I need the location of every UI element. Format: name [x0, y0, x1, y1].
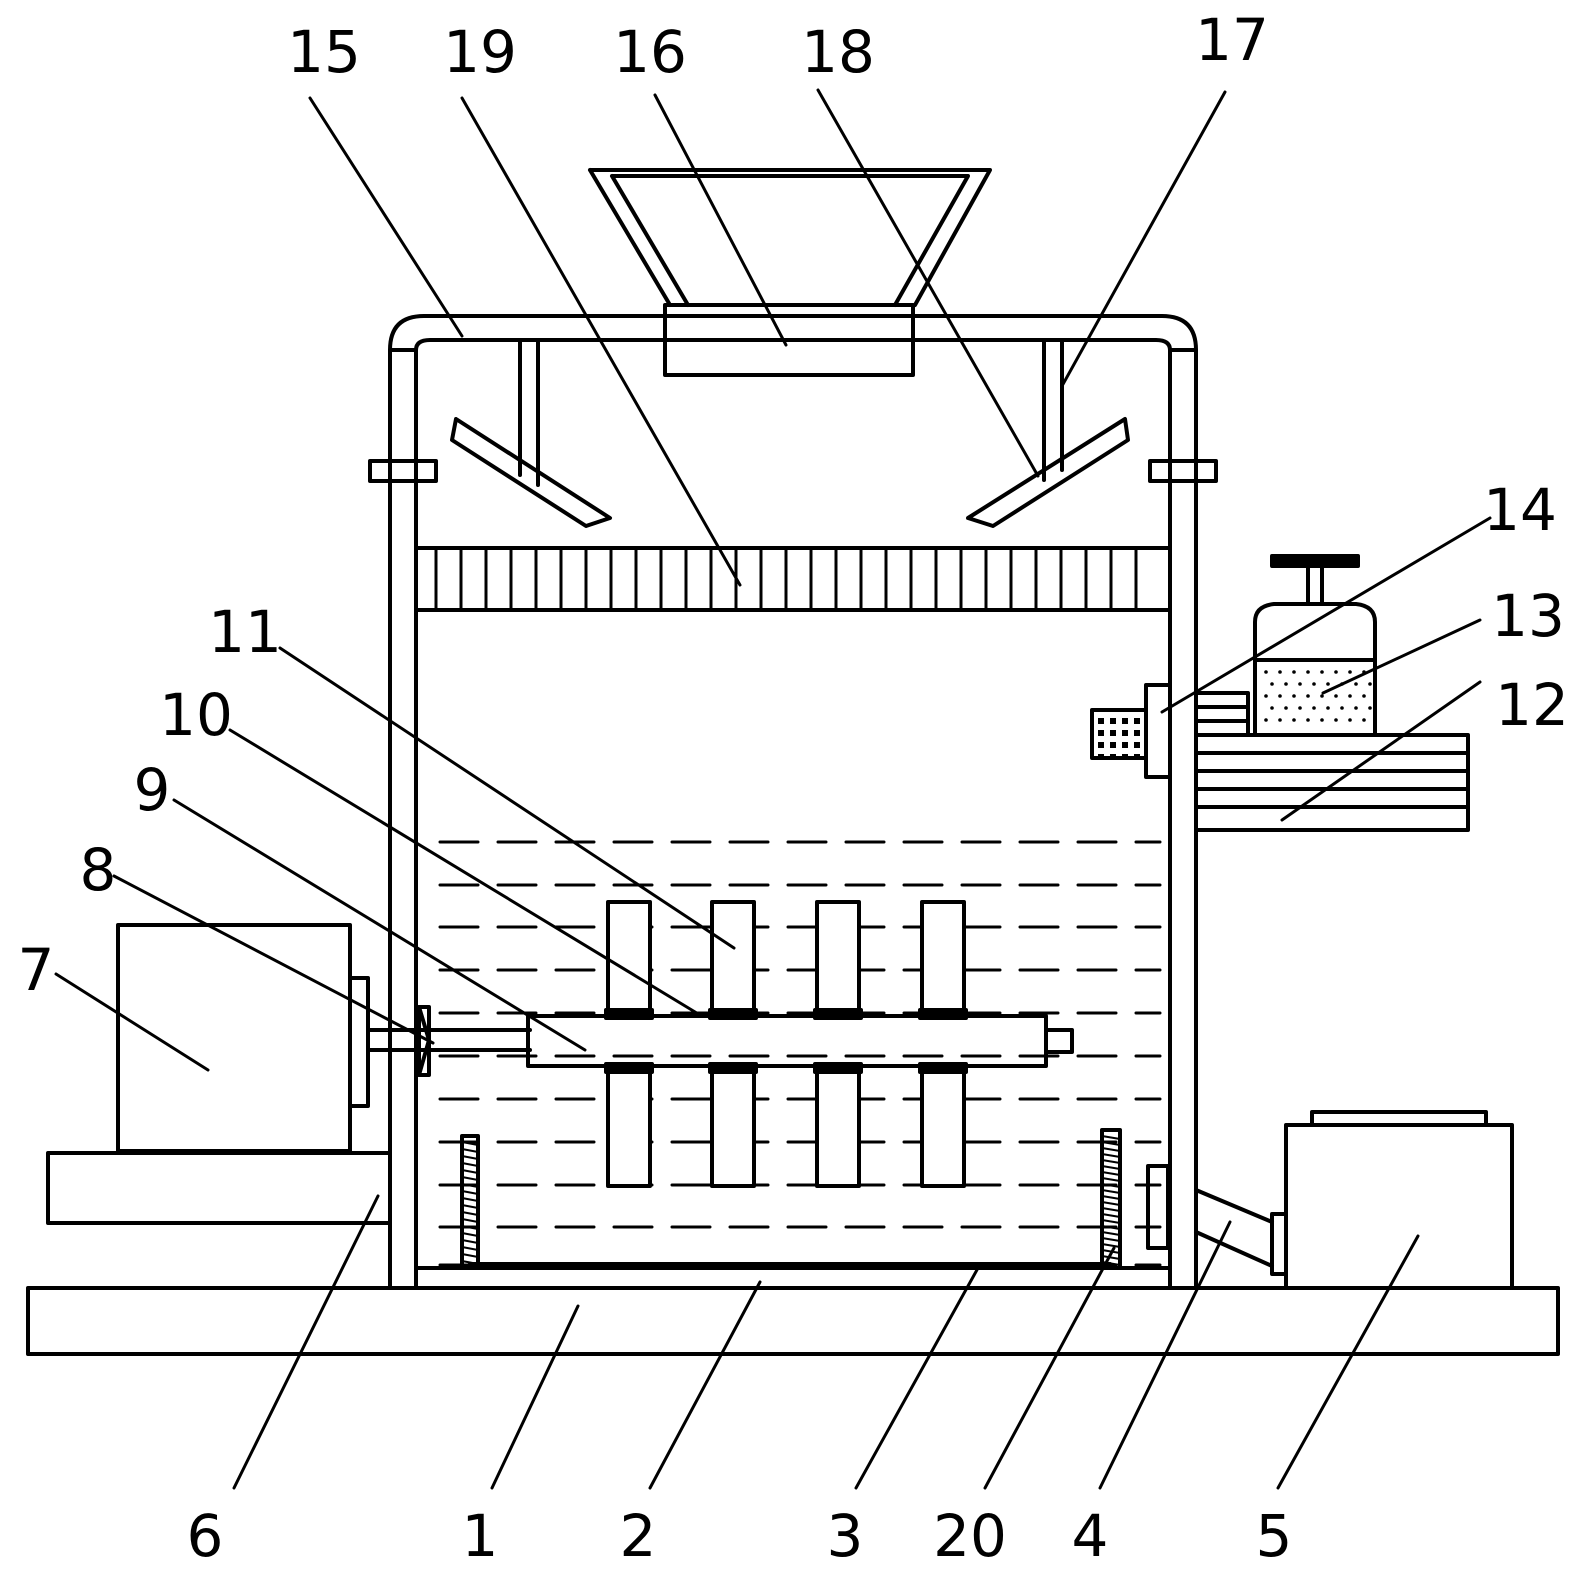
label-6: 6: [187, 1502, 224, 1570]
label-19: 19: [443, 18, 517, 86]
label-10: 10: [159, 681, 233, 749]
paddle-clamp: [918, 1062, 968, 1074]
label-16: 16: [613, 18, 687, 86]
label-5: 5: [1256, 1502, 1293, 1570]
right-clamp: [1148, 459, 1218, 483]
paddle-clamp: [604, 1062, 654, 1074]
pump-connector: [1270, 1212, 1288, 1276]
label-12: 12: [1495, 671, 1569, 739]
stirring-paddles: [604, 900, 968, 1188]
label-8: 8: [80, 836, 117, 904]
motor-body: [116, 923, 352, 1153]
dosing-valve-mount: [1144, 683, 1172, 779]
label-18: 18: [801, 18, 875, 86]
motor-shaft: [366, 1028, 532, 1052]
right-support-rods: [1042, 338, 1064, 482]
paddle-clamp: [813, 1062, 863, 1074]
paddle-clamp: [708, 1008, 758, 1020]
pump-body: [1284, 1123, 1514, 1290]
leader-lines: [54, 88, 1492, 1490]
small-block: [1194, 691, 1250, 737]
stirring-drum: [526, 1014, 1048, 1068]
paddle-lower: [815, 1064, 861, 1188]
left-clamp: [368, 459, 438, 483]
label-20: 20: [933, 1502, 1007, 1570]
paddle-lower: [920, 1064, 966, 1188]
bottle-liquid: [1264, 670, 1372, 722]
dosing-nozzle: [1090, 708, 1148, 760]
paddle-lower: [710, 1064, 756, 1188]
left-deflector: [450, 417, 612, 528]
paddle-upper: [606, 900, 652, 1018]
label-numbers: 1 2 3 4 5 6 7 8 9 10 11 12 13 14 15 16 1…: [18, 6, 1569, 1570]
reagent-bottle: [1253, 602, 1377, 737]
label-9: 9: [134, 756, 171, 824]
filter-screen: [414, 546, 1172, 612]
bottle-handle: [1270, 554, 1360, 568]
label-13: 13: [1491, 582, 1565, 650]
paddle-clamp: [604, 1008, 654, 1020]
paddle-upper: [920, 900, 966, 1018]
left-support-rods: [518, 338, 540, 487]
paddle-clamp: [708, 1062, 758, 1074]
label-1: 1: [462, 1502, 499, 1570]
tank-left-wall: [388, 348, 418, 1290]
feed-box: [663, 303, 915, 377]
label-14: 14: [1483, 476, 1557, 544]
bottom-tray: [414, 1262, 1172, 1270]
right-deflector: [966, 417, 1130, 528]
base-plate: [26, 1286, 1560, 1356]
paddle-upper: [815, 900, 861, 1018]
rack-housing: [1146, 1164, 1170, 1250]
tank-right-wall: [1168, 348, 1198, 1290]
drum-end-cap: [1044, 1028, 1074, 1054]
motor-platform: [46, 1151, 392, 1225]
pump-pipes: [1194, 1188, 1274, 1268]
filter-screen-bars: [434, 546, 1138, 612]
paddle-lower: [606, 1064, 652, 1188]
label-17: 17: [1195, 6, 1269, 74]
paddle-clamp: [918, 1008, 968, 1020]
side-shelf: [1194, 733, 1470, 832]
label-7: 7: [18, 936, 55, 1004]
feed-hopper: [588, 168, 992, 307]
top-frame-tube: [388, 314, 1198, 352]
paddle-upper: [710, 900, 756, 1018]
motor-flange: [348, 976, 370, 1108]
label-15: 15: [287, 18, 361, 86]
label-2: 2: [620, 1502, 657, 1570]
label-11: 11: [208, 598, 282, 666]
paddle-clamp: [813, 1008, 863, 1020]
label-4: 4: [1072, 1502, 1109, 1570]
label-3: 3: [827, 1502, 864, 1570]
bottle-stem: [1306, 564, 1324, 606]
pump-top: [1310, 1110, 1488, 1127]
